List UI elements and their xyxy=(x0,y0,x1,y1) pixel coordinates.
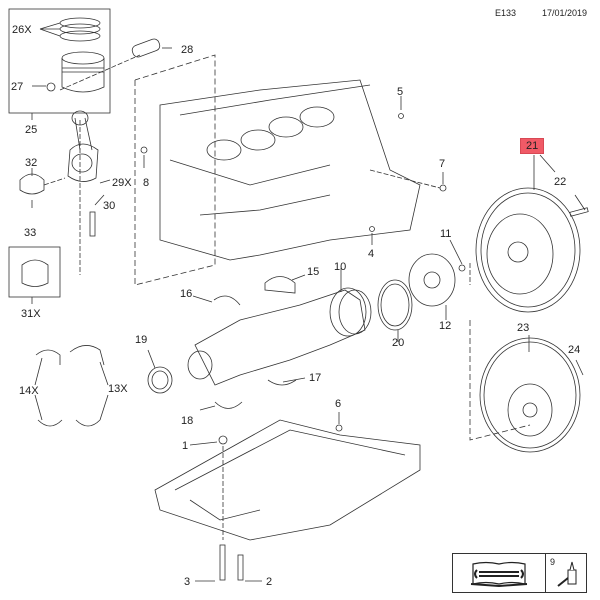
piston-pin xyxy=(131,38,161,58)
callout-7[interactable]: 7 xyxy=(439,158,446,170)
legend-box: 9 xyxy=(452,553,587,593)
bearing-kit-box xyxy=(8,246,61,298)
callout-29x[interactable]: 29X xyxy=(112,177,132,189)
flywheel-bolt xyxy=(569,207,589,217)
rod-bearing-halves xyxy=(19,173,45,195)
callout-27[interactable]: 27 xyxy=(11,81,24,93)
callout-23[interactable]: 23 xyxy=(517,322,530,334)
callout-13x[interactable]: 13X xyxy=(108,383,128,395)
callout-16[interactable]: 16 xyxy=(180,288,193,300)
callout-5[interactable]: 5 xyxy=(397,86,404,98)
callout-31x[interactable]: 31X xyxy=(21,308,41,320)
bearing-shells xyxy=(35,276,297,427)
callout-2[interactable]: 2 xyxy=(266,576,273,588)
crankshaft xyxy=(187,287,372,386)
bedplate-bolts xyxy=(219,544,244,581)
piston xyxy=(61,51,105,93)
legend-item-number: 9 xyxy=(550,557,556,567)
callout-28[interactable]: 28 xyxy=(181,44,194,56)
callout-22[interactable]: 22 xyxy=(554,176,567,188)
rear-seal xyxy=(147,366,173,394)
bedplate xyxy=(154,419,421,541)
sealant-bottle-icon xyxy=(557,561,577,587)
callout-11[interactable]: 11 xyxy=(440,228,452,240)
diagram-code: E133 xyxy=(495,8,517,18)
callout-6[interactable]: 6 xyxy=(335,398,342,410)
front-seal xyxy=(377,279,413,331)
callout-30[interactable]: 30 xyxy=(103,200,116,212)
sealant-cell[interactable]: 9 xyxy=(546,554,586,592)
flexplate xyxy=(479,337,581,453)
connecting-rod xyxy=(67,110,99,182)
callout-20[interactable]: 20 xyxy=(392,337,405,349)
callout-17[interactable]: 17 xyxy=(309,372,322,384)
callout-8[interactable]: 8 xyxy=(143,177,150,189)
callout-18[interactable]: 18 xyxy=(181,415,194,427)
diagram-date: 17/01/2019 xyxy=(542,8,588,18)
callout-12[interactable]: 12 xyxy=(439,320,452,332)
rod-bolt xyxy=(89,211,96,237)
piston-kit-box xyxy=(8,8,111,114)
repair-manual-cell[interactable] xyxy=(453,554,546,592)
callout-33[interactable]: 33 xyxy=(24,227,37,239)
callout-32[interactable]: 32 xyxy=(25,157,38,169)
engine-block xyxy=(159,79,421,261)
callout-3[interactable]: 3 xyxy=(184,576,191,588)
callout-25[interactable]: 25 xyxy=(25,124,38,136)
callout-15[interactable]: 15 xyxy=(307,266,320,278)
callout-21-highlighted[interactable]: 21 xyxy=(520,138,545,154)
callout-24[interactable]: 24 xyxy=(568,344,581,356)
piston-rings xyxy=(59,17,101,42)
dual-mass-flywheel xyxy=(475,187,581,313)
reluctor-wheel xyxy=(408,253,456,307)
callout-26x[interactable]: 26X xyxy=(12,24,32,36)
callout-19[interactable]: 19 xyxy=(135,334,148,346)
callout-10[interactable]: 10 xyxy=(334,261,347,273)
circlip xyxy=(46,82,56,92)
repair-manual-wrench-icon xyxy=(470,561,528,588)
callout-4[interactable]: 4 xyxy=(368,248,375,260)
callout-1[interactable]: 1 xyxy=(182,440,189,452)
callout-14x[interactable]: 14X xyxy=(19,385,39,397)
